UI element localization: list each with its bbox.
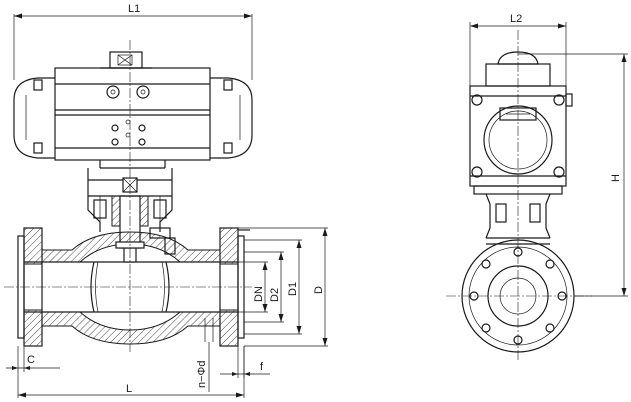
dim-label-C: C [27,354,35,366]
dim-label-L: L [126,383,132,395]
dim-label-f: f [260,361,264,373]
pneumatic-actuator [13,67,253,169]
front-view [4,40,253,352]
side-view [446,30,592,362]
dim-label-L2: L2 [510,13,522,25]
dim-label-D2: D2 [269,288,281,302]
side-dimensions: L2 H [469,13,628,297]
dim-label-D: D [313,286,325,294]
actuator-top-indicator [100,51,152,69]
dim-label-L1: L1 [128,3,140,15]
dim-label-H: H [610,174,622,182]
dim-label-DN: DN [253,286,265,302]
dim-label-nd: n−Φd [196,361,208,388]
front-dimensions: L1 L C n−Φd f DN [6,3,328,398]
dim-label-D1: D1 [287,282,299,296]
